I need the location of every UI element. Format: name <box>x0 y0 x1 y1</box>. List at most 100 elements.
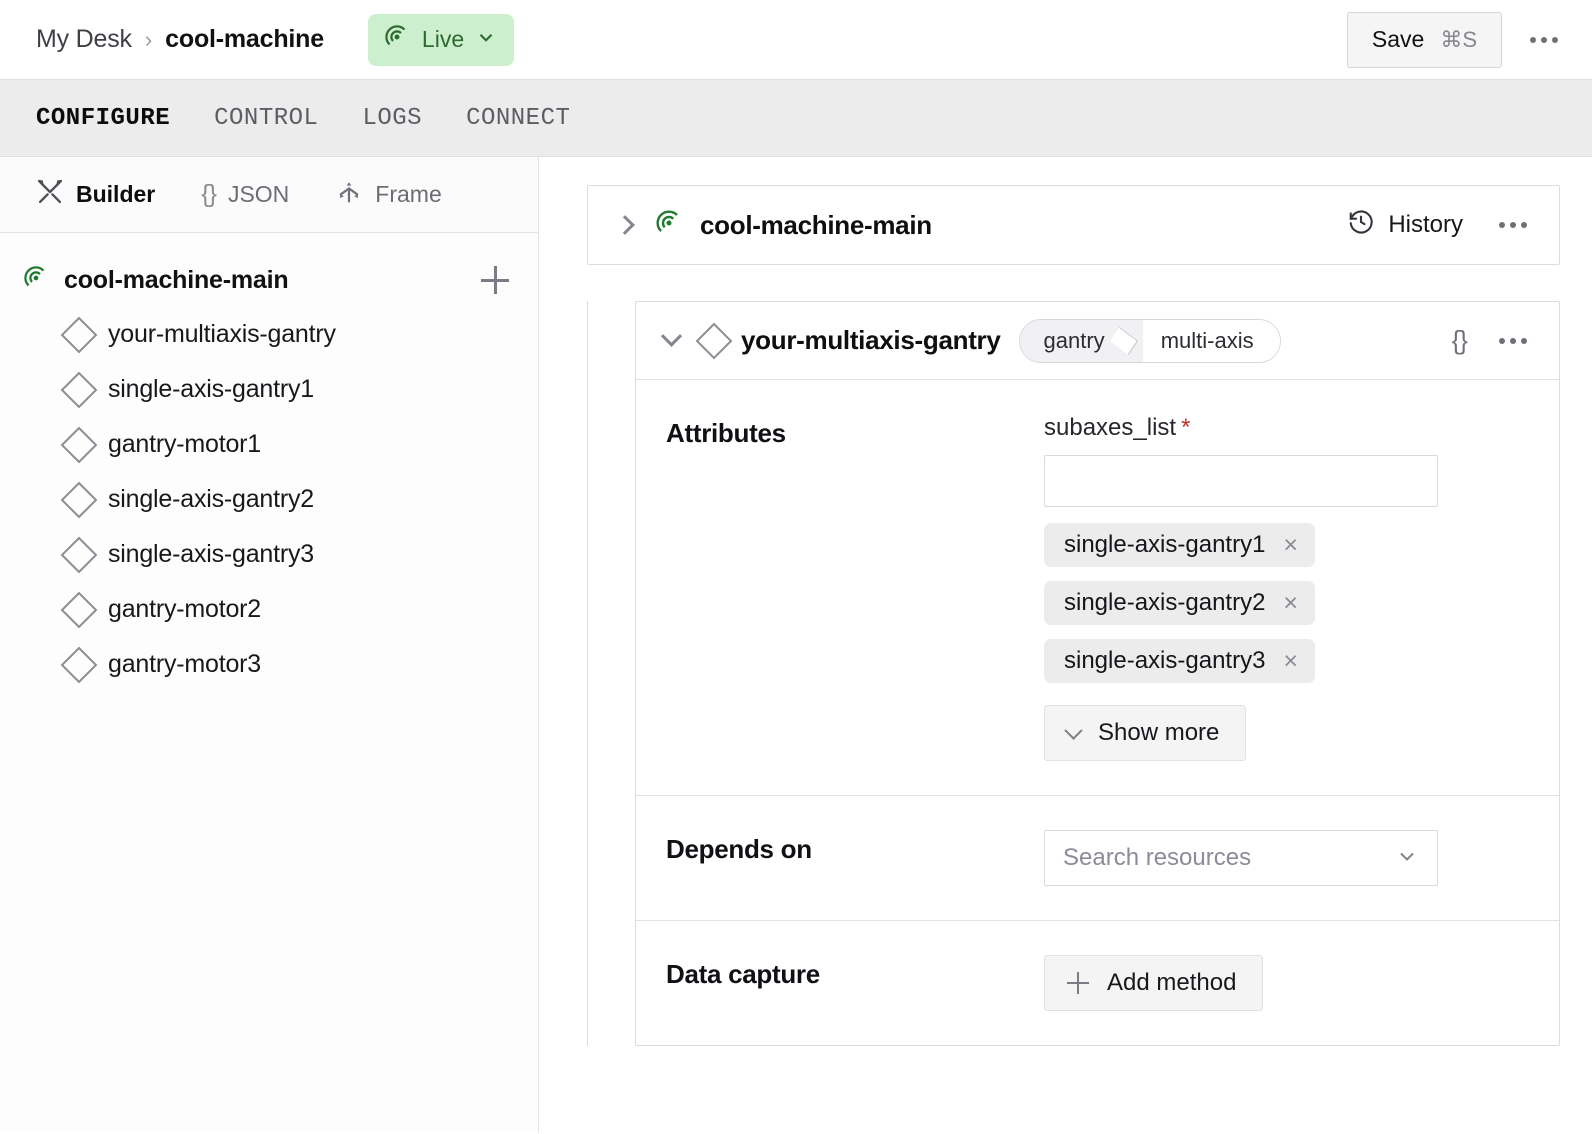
resource-card-wrap: your-multiaxis-gantry gantry multi-axis … <box>587 301 1560 1046</box>
history-button-label: History <box>1388 211 1463 238</box>
header-more-icon[interactable] <box>1522 27 1566 53</box>
close-icon[interactable]: × <box>1283 646 1299 675</box>
tools-icon <box>36 178 64 212</box>
show-more-label: Show more <box>1098 719 1220 746</box>
machine-card: cool-machine-main History <box>587 185 1560 265</box>
close-icon[interactable]: × <box>1283 530 1299 559</box>
tree-item-label: your-multiaxis-gantry <box>108 320 336 348</box>
tree-item-single-axis-gantry2[interactable]: single-axis-gantry2 <box>0 472 538 527</box>
tree-item-your-multiaxis-gantry[interactable]: your-multiaxis-gantry <box>0 307 538 362</box>
subaxes-list-label-text: subaxes_list <box>1044 414 1177 441</box>
braces-icon[interactable]: {} <box>1451 325 1468 355</box>
braces-icon: {} <box>201 180 217 208</box>
live-status-badge[interactable]: Live <box>367 13 515 66</box>
diamond-icon <box>695 322 733 359</box>
tab-logs[interactable]: LOGS <box>362 104 423 132</box>
chevron-down-icon <box>1395 844 1419 873</box>
diamond-icon <box>60 426 98 463</box>
breadcrumb-root[interactable]: My Desk <box>36 25 132 53</box>
chip-single-axis-gantry3[interactable]: single-axis-gantry3 × <box>1044 639 1316 683</box>
sidebar-view-json[interactable]: {} JSON <box>201 180 309 209</box>
main-panel: cool-machine-main History <box>539 157 1592 1133</box>
subaxes-chip-list: single-axis-gantry1 × single-axis-gantry… <box>1044 523 1535 683</box>
top-bar: My Desk › cool-machine Live Save ⌘S <box>0 0 1592 80</box>
tree-item-single-axis-gantry3[interactable]: single-axis-gantry3 <box>0 527 538 582</box>
tree-item-gantry-motor3[interactable]: gantry-motor3 <box>0 637 538 692</box>
show-more-button[interactable]: Show more <box>1044 705 1247 761</box>
history-button[interactable]: History <box>1339 202 1471 249</box>
tab-configure[interactable]: CONFIGURE <box>36 104 171 132</box>
tree-item-label: single-axis-gantry3 <box>108 540 315 568</box>
tab-control[interactable]: CONTROL <box>214 104 319 132</box>
sidebar-view-builder[interactable]: Builder <box>36 178 175 212</box>
tree-item-label: single-axis-gantry2 <box>108 485 315 513</box>
diamond-icon <box>60 481 98 518</box>
top-bar-actions: Save ⌘S <box>1346 11 1566 68</box>
search-resources-placeholder: Search resources <box>1063 844 1252 871</box>
machine-card-actions: History <box>1339 202 1535 249</box>
tree-item-gantry-motor1[interactable]: gantry-motor1 <box>0 417 538 472</box>
depends-on-field: Search resources <box>1044 830 1535 886</box>
data-capture-row: Data capture Add method <box>636 921 1559 1045</box>
attributes-label: Attributes <box>666 418 786 448</box>
data-capture-label: Data capture <box>666 959 820 989</box>
add-method-button[interactable]: Add method <box>1044 955 1264 1011</box>
required-marker: * <box>1181 414 1191 441</box>
chip-label: single-axis-gantry3 <box>1064 647 1266 674</box>
breadcrumb-separator: › <box>144 26 153 52</box>
tree-root-item[interactable]: cool-machine-main <box>0 253 538 307</box>
add-method-label: Add method <box>1107 969 1237 996</box>
save-button-label: Save <box>1371 26 1425 52</box>
sidebar-view-builder-label: Builder <box>76 181 156 207</box>
badge-divider-icon <box>1120 319 1143 362</box>
tree-item-label: gantry-motor2 <box>108 595 262 623</box>
broadcast-icon <box>383 23 411 56</box>
broadcast-icon <box>22 264 50 297</box>
tab-connect[interactable]: CONNECT <box>466 104 571 132</box>
chip-single-axis-gantry1[interactable]: single-axis-gantry1 × <box>1044 523 1316 567</box>
attributes-field: subaxes_list* single-axis-gantry1 × sing… <box>1044 414 1535 761</box>
sidebar-view-frame[interactable]: Frame <box>335 178 461 212</box>
broadcast-icon <box>654 208 684 243</box>
tree-root-label: cool-machine-main <box>64 265 289 294</box>
resource-card-header: your-multiaxis-gantry gantry multi-axis … <box>636 302 1559 380</box>
resource-card: your-multiaxis-gantry gantry multi-axis … <box>635 301 1560 1046</box>
diamond-icon <box>60 591 98 628</box>
chip-label: single-axis-gantry1 <box>1064 531 1266 558</box>
live-status-label: Live <box>421 26 465 52</box>
chip-single-axis-gantry2[interactable]: single-axis-gantry2 × <box>1044 581 1316 625</box>
tree-item-label: gantry-motor1 <box>108 430 262 458</box>
tree-item-single-axis-gantry1[interactable]: single-axis-gantry1 <box>0 362 538 417</box>
sidebar: Builder {} JSON Frame <box>0 157 539 1133</box>
diamond-icon <box>60 316 98 353</box>
chevron-right-icon[interactable] <box>615 215 635 235</box>
tree-guide-rail <box>587 301 588 1046</box>
subaxes-list-label: subaxes_list* <box>1044 414 1535 442</box>
machine-more-icon[interactable] <box>1491 212 1535 238</box>
sidebar-view-switcher: Builder {} JSON Frame <box>0 157 538 233</box>
badge-api: gantry <box>1019 319 1121 362</box>
plus-icon <box>1067 972 1089 994</box>
resource-more-icon[interactable] <box>1491 328 1535 354</box>
subaxes-list-input[interactable] <box>1044 455 1438 507</box>
save-shortcut-label: ⌘S <box>1440 26 1477 52</box>
resource-type-badge: gantry multi-axis <box>1018 318 1281 363</box>
page-body: Builder {} JSON Frame <box>0 157 1592 1133</box>
resource-tree: cool-machine-main your-multiaxis-gantry … <box>0 233 538 692</box>
diamond-icon <box>60 536 98 573</box>
close-icon[interactable]: × <box>1283 588 1299 617</box>
save-button[interactable]: Save ⌘S <box>1346 11 1502 68</box>
diamond-icon <box>60 371 98 408</box>
chevron-down-icon[interactable] <box>475 26 497 53</box>
main-tab-bar: CONFIGURE CONTROL LOGS CONNECT <box>0 80 1592 157</box>
tree-item-gantry-motor2[interactable]: gantry-motor2 <box>0 582 538 637</box>
sidebar-view-json-label: JSON <box>227 181 290 207</box>
breadcrumb-current[interactable]: cool-machine <box>165 25 324 53</box>
axes-icon <box>335 178 363 212</box>
search-resources-select[interactable]: Search resources <box>1044 830 1438 886</box>
chevron-down-icon[interactable] <box>660 325 683 347</box>
chevron-down-icon <box>1064 720 1083 740</box>
depends-on-row: Depends on Search resources <box>636 796 1559 921</box>
add-resource-icon[interactable] <box>478 263 512 297</box>
diamond-icon <box>60 646 98 683</box>
